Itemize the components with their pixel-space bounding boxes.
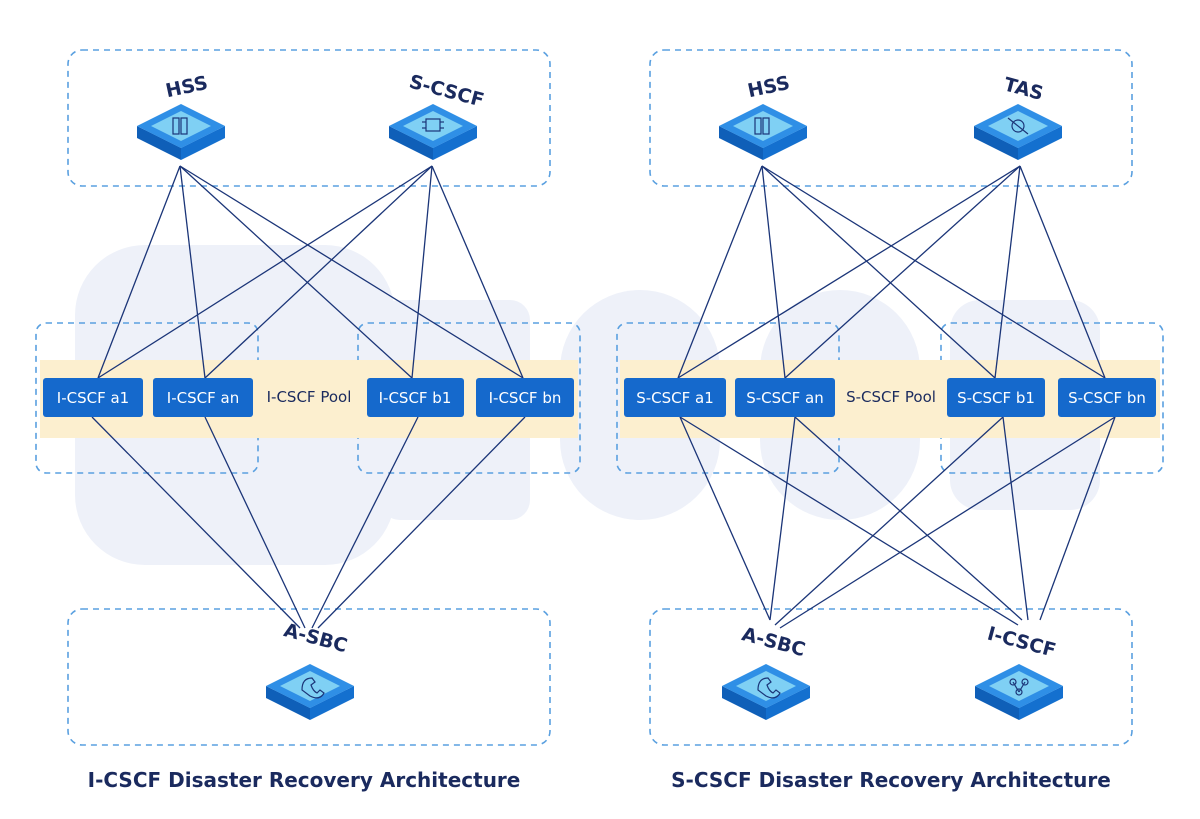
link	[761, 165, 786, 379]
link	[179, 165, 413, 379]
link	[411, 165, 433, 379]
link	[311, 416, 419, 629]
link	[97, 165, 433, 379]
right-caption: S-CSCF Disaster Recovery Architecture	[671, 768, 1111, 792]
link	[994, 165, 1021, 379]
right-pool-label: S-CSCF Pool	[846, 388, 936, 406]
device-icons	[137, 104, 1063, 720]
link	[97, 165, 181, 379]
link	[179, 165, 524, 379]
container-boxes	[35, 49, 1164, 746]
left-bottom-node-label-asbc: A-SBC	[281, 619, 349, 657]
pool-box[interactable]: S-CSCF a1	[624, 378, 726, 417]
left-pool-label: I-CSCF Pool	[267, 388, 352, 406]
chip-icon	[389, 104, 477, 160]
left-top-node-label-scscf: S-CSCF	[407, 71, 487, 112]
link	[317, 416, 526, 629]
pool-box[interactable]: S-CSCF b1	[947, 378, 1045, 417]
right-bottom-group	[649, 608, 1133, 746]
link	[179, 165, 206, 379]
link	[1002, 416, 1029, 621]
gear-tools-icon	[974, 104, 1062, 160]
left-bottom-group	[67, 608, 551, 746]
link	[431, 165, 524, 379]
right-bottom-node-label-asbc: A-SBC	[739, 623, 807, 661]
pool-box[interactable]: I-CSCF an	[153, 378, 253, 417]
pool-box[interactable]: I-CSCF bn	[476, 378, 574, 417]
pool-box-label: I-CSCF bn	[489, 389, 562, 407]
pool-box[interactable]: I-CSCF a1	[43, 378, 143, 417]
link	[677, 165, 763, 379]
left-top-node-label-hss: HSS	[164, 72, 210, 102]
right-pool-group-a	[616, 322, 840, 474]
link	[1039, 416, 1116, 621]
pool-box[interactable]: I-CSCF b1	[367, 378, 464, 417]
link	[204, 416, 306, 629]
link	[679, 416, 771, 621]
phone-icon	[722, 664, 810, 720]
pool-box-label: S-CSCF b1	[957, 389, 1035, 407]
pool-box-label: I-CSCF a1	[57, 389, 129, 407]
left-caption: I-CSCF Disaster Recovery Architecture	[88, 768, 521, 792]
link	[1019, 165, 1106, 379]
left-top-group	[67, 49, 551, 187]
pool-boxes: I-CSCF a1 I-CSCF an I-CSCF b1 I-CSCF bn …	[43, 378, 1156, 417]
link	[784, 165, 1021, 379]
network-icon	[975, 664, 1063, 720]
pool-box[interactable]: S-CSCF an	[735, 378, 835, 417]
link	[769, 416, 796, 621]
link	[774, 416, 1004, 626]
right-pool-group-b	[940, 322, 1164, 474]
pool-box-label: S-CSCF a1	[636, 389, 714, 407]
pool-box-label: I-CSCF b1	[379, 389, 452, 407]
link	[779, 416, 1116, 629]
phone-icon	[266, 664, 354, 720]
server-rack-icon	[137, 104, 225, 160]
connection-lines	[91, 165, 1116, 629]
link	[794, 416, 1023, 621]
pool-box-label: S-CSCF bn	[1068, 389, 1146, 407]
right-bottom-node-label-icscf: I-CSCF	[985, 623, 1058, 662]
right-top-node-label-hss: HSS	[746, 72, 792, 102]
right-top-group	[649, 49, 1133, 187]
pool-box-label: I-CSCF an	[167, 389, 239, 407]
link	[679, 416, 1019, 626]
link	[677, 165, 1021, 379]
link	[761, 165, 996, 379]
link	[761, 165, 1106, 379]
pool-box-label: S-CSCF an	[746, 389, 824, 407]
right-top-node-label-tas: TAS	[1001, 73, 1045, 105]
link	[204, 165, 433, 379]
server-rack-icon	[719, 104, 807, 160]
left-pool-group-b	[357, 322, 581, 474]
pool-box[interactable]: S-CSCF bn	[1058, 378, 1156, 417]
link	[91, 416, 301, 629]
